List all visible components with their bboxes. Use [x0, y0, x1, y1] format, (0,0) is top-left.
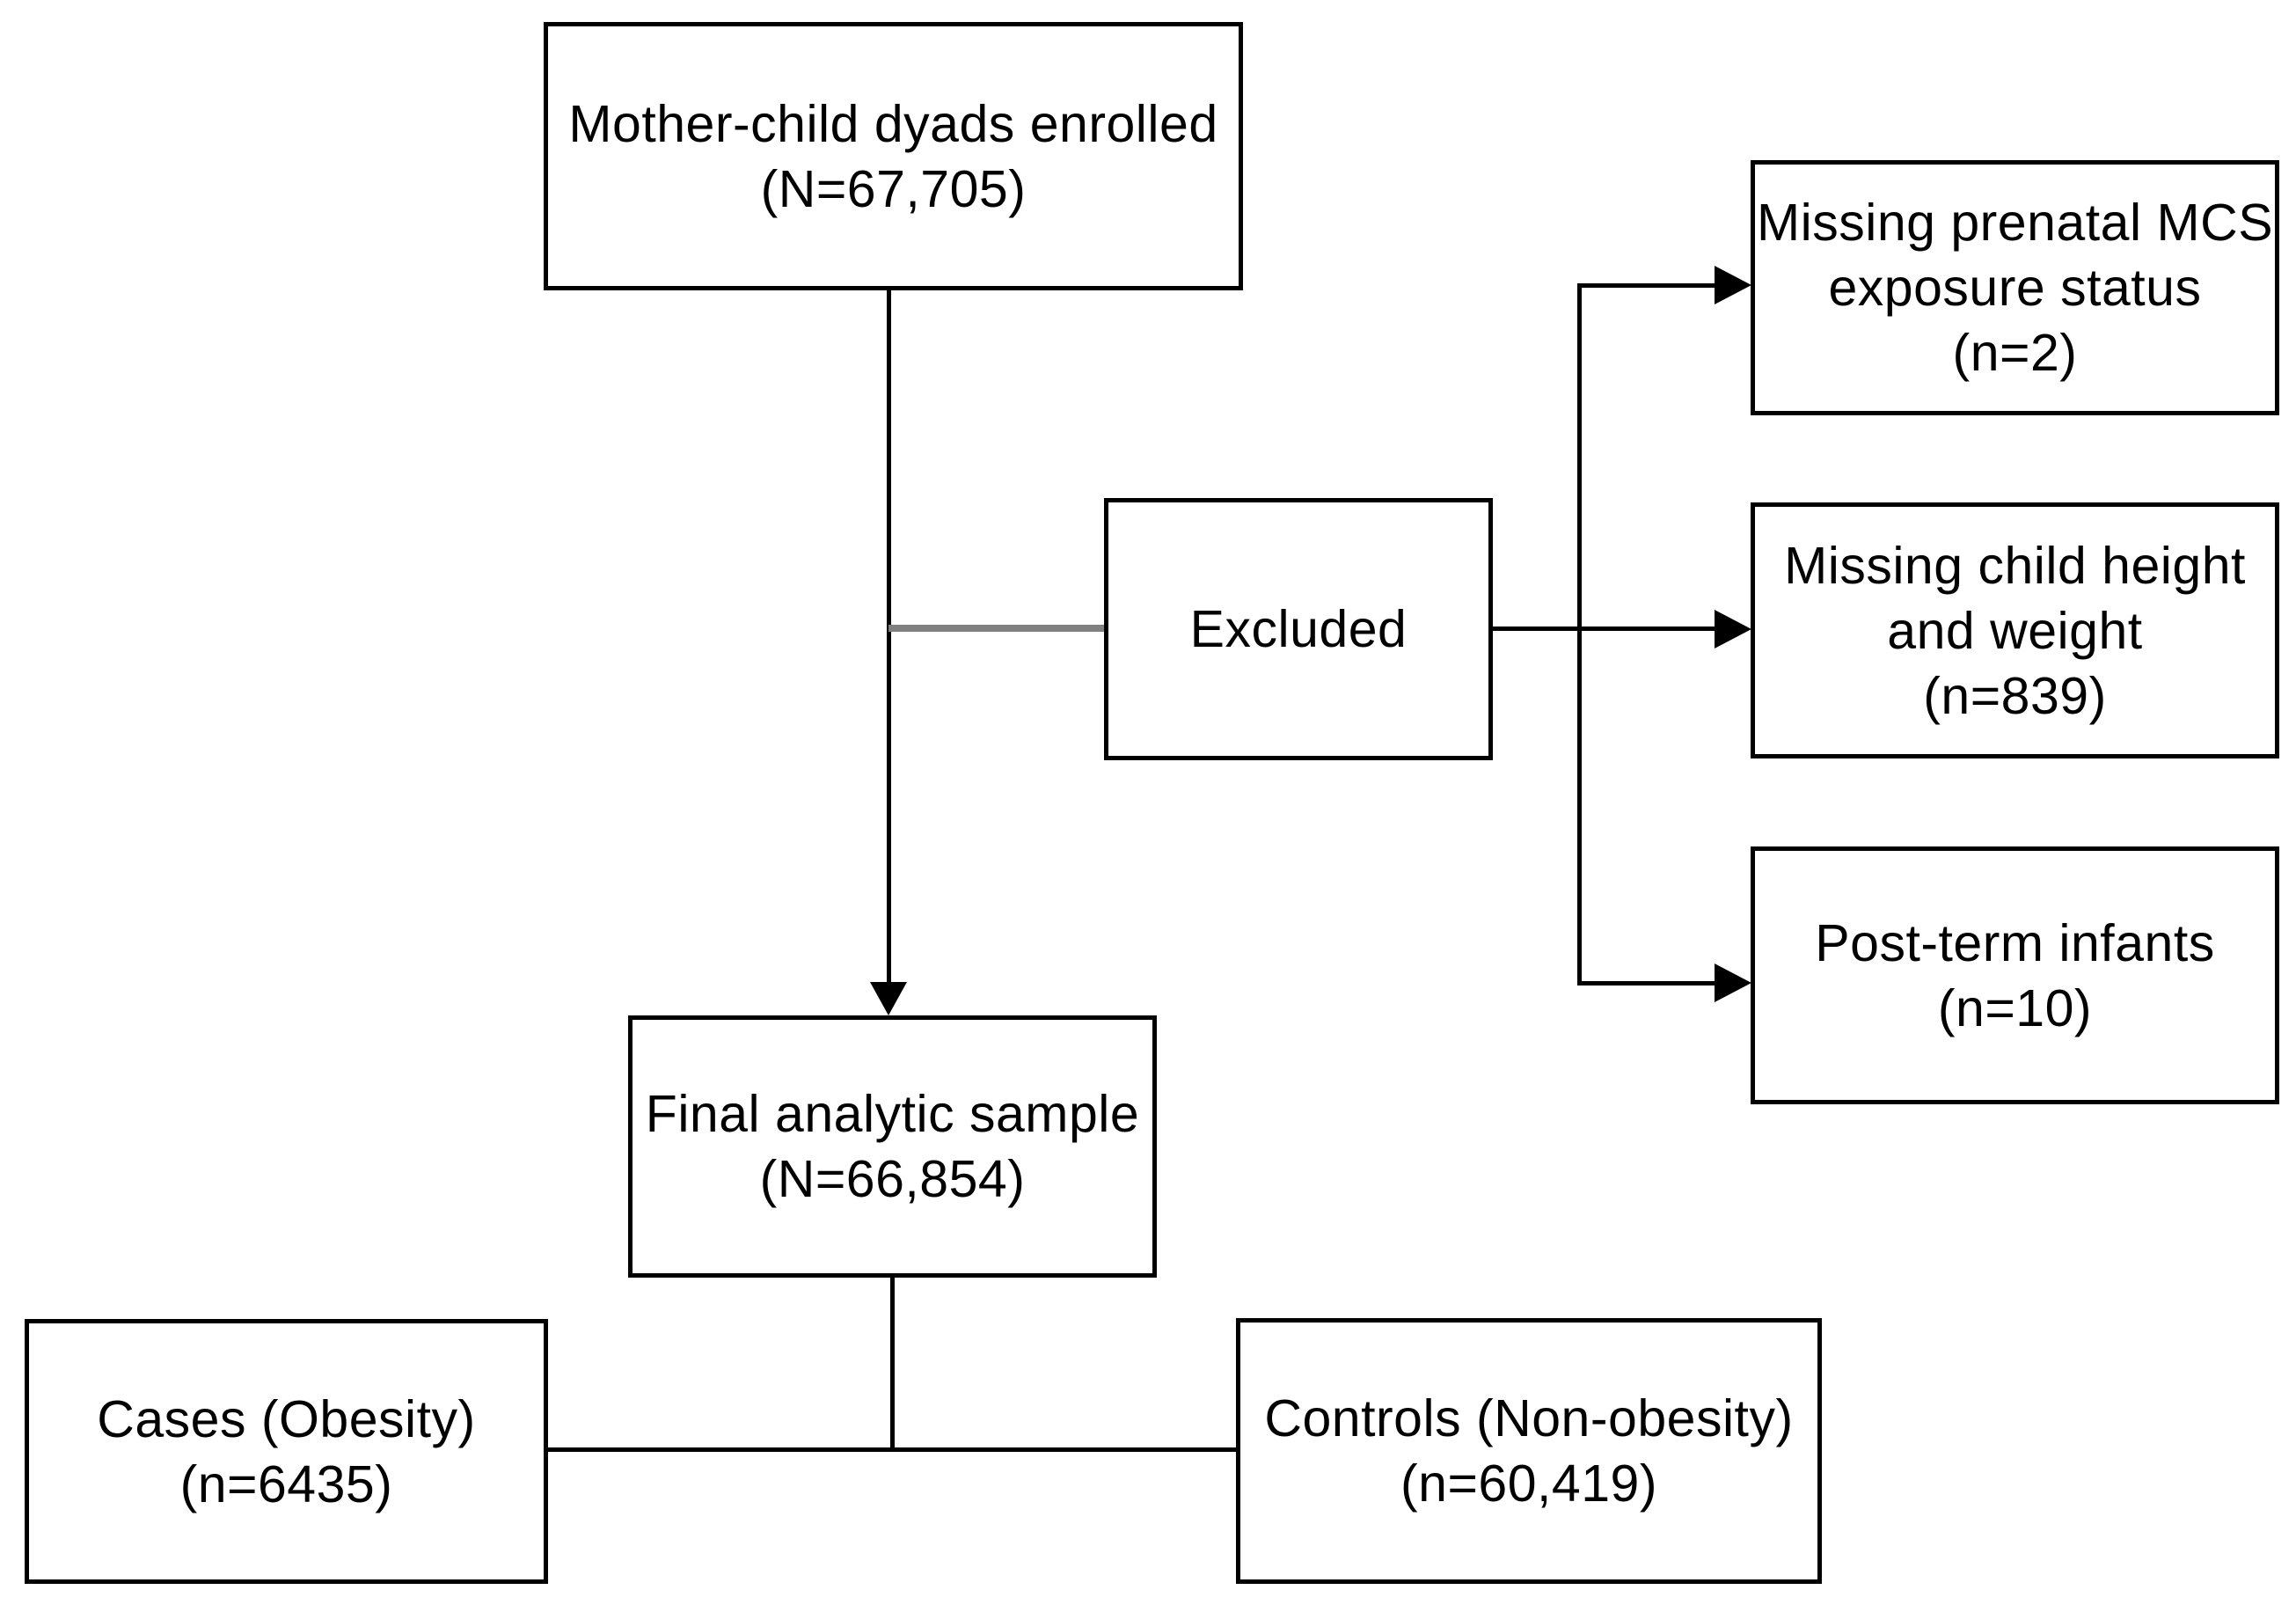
connector-exclusion-branch — [1577, 283, 1582, 986]
box-missing-mcs-label: Missing prenatal MCS — [1756, 194, 2274, 252]
box-missing-hw-label2: and weight — [1887, 601, 2143, 660]
connector-branch-to-missing-mcs — [1579, 283, 1717, 288]
box-enrolled-label: Mother-child dyads enrolled — [568, 94, 1218, 153]
box-postterm-label: Post-term infants — [1815, 913, 2215, 972]
box-excluded-missing-height-weight: Missing child height and weight (n=839) — [1751, 502, 2279, 758]
box-controls-label: Controls (Non-obesity) — [1264, 1389, 1794, 1447]
box-final-count: (N=66,854) — [759, 1150, 1026, 1208]
box-postterm-count: (n=10) — [1937, 978, 2093, 1037]
box-missing-hw-count: (n=839) — [1923, 666, 2107, 725]
box-missing-mcs-label2: exposure status — [1828, 259, 2202, 317]
box-cases-label: Cases (Obesity) — [97, 1389, 476, 1448]
box-final-label: Final analytic sample — [645, 1085, 1140, 1143]
box-controls: Controls (Non-obesity) (n=60,419) — [1236, 1318, 1822, 1584]
arrow-right-icon — [1715, 266, 1751, 304]
arrow-down-icon — [870, 982, 907, 1015]
box-excluded-label: Excluded — [1189, 600, 1408, 658]
box-missing-hw-label: Missing child height — [1784, 536, 2246, 595]
arrow-right-icon — [1715, 964, 1751, 1002]
connector-final-to-split — [890, 1277, 895, 1451]
box-final-sample: Final analytic sample (N=66,854) — [628, 1015, 1157, 1278]
box-cases-count: (n=6435) — [179, 1454, 393, 1513]
connector-enrolled-to-final — [887, 290, 891, 984]
box-cases: Cases (Obesity) (n=6435) — [25, 1319, 548, 1584]
connector-branch-to-postterm — [1579, 981, 1717, 986]
box-excluded-missing-mcs: Missing prenatal MCS exposure status (n=… — [1751, 160, 2279, 415]
box-excluded: Excluded — [1104, 498, 1493, 760]
connector-main-to-excluded — [888, 625, 1104, 632]
box-enrolled: Mother-child dyads enrolled (N=67,705) — [544, 22, 1243, 290]
box-excluded-postterm: Post-term infants (n=10) — [1751, 846, 2279, 1104]
connector-excluded-to-missing-hw — [1493, 626, 1717, 631]
connector-cases-controls — [548, 1447, 1236, 1452]
arrow-right-icon — [1715, 610, 1751, 648]
box-enrolled-count: (N=67,705) — [760, 159, 1027, 218]
box-missing-mcs-count: (n=2) — [1952, 324, 2078, 382]
box-controls-count: (n=60,419) — [1400, 1454, 1658, 1513]
